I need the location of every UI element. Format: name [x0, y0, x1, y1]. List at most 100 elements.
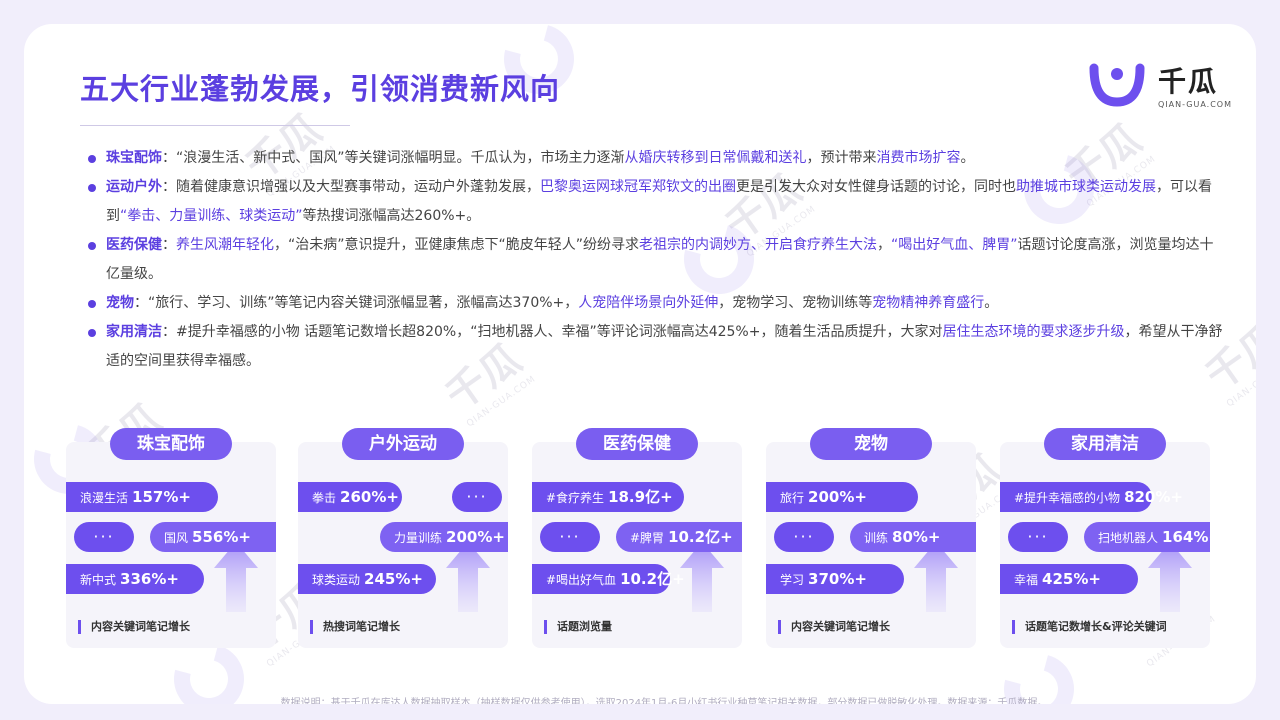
pill-value: 164%+ [1162, 528, 1221, 546]
panel-footer: 热搜词笔记增长 [310, 620, 400, 634]
pill-label: 旅行 [780, 491, 805, 505]
bullet-text: 等热搜词涨幅高达260%+。 [302, 208, 481, 224]
pill-label: 新中式 [80, 573, 117, 587]
pill-label: ··· [466, 487, 488, 506]
pill-value: 18.9亿+ [608, 488, 673, 506]
growth-arrow-icon [680, 542, 724, 612]
panel-title: 珠宝配饰 [110, 428, 232, 460]
bullet-highlight: “喝出好气血、脾胃” [891, 237, 1018, 253]
more-keywords-pill: ··· [774, 522, 834, 552]
pill-label: 扫地机器人 [1098, 531, 1159, 545]
pill-value: 200%+ [446, 528, 505, 546]
insight-bullet: 珠宝配饰：“浪漫生活、新中式、国风”等关键词涨幅明显。千瓜认为，市场主力逐渐从婚… [86, 144, 1226, 173]
bullet-text: ， [877, 237, 892, 253]
pill-label: ··· [1027, 527, 1049, 546]
title-divider [80, 125, 350, 126]
pill-label: 幸福 [1014, 573, 1039, 587]
bullet-text: ：#提升幸福感的小物 话题笔记数增长超820%，“扫地机器人、幸福”等评论词涨幅… [162, 324, 943, 340]
pill-label: #喝出好气血 [546, 573, 617, 587]
bullet-label: 珠宝配饰 [106, 150, 162, 166]
pill-value: 556%+ [192, 528, 251, 546]
more-keywords-pill: ··· [540, 522, 600, 552]
bullet-text: ，“治未病”意识提升，亚健康焦虑下“脆皮年轻人”纷纷寻求 [274, 237, 640, 253]
pill-value: 200%+ [808, 488, 867, 506]
pill-value: 820%+ [1124, 488, 1183, 506]
insight-bullet: 宠物：“旅行、学习、训练”等笔记内容关键词涨幅显著，涨幅高达370%+，人宠陪伴… [86, 289, 1226, 318]
pill-value: 425%+ [1042, 570, 1101, 588]
pill-label: 学习 [780, 573, 805, 587]
growth-arrow-icon [1148, 542, 1192, 612]
pill-label: #脾胃 [630, 531, 665, 545]
panel-footer: 内容关键词笔记增长 [778, 620, 890, 634]
pill-value: 10.2亿+ [620, 570, 685, 588]
insight-bullet: 医药保健：养生风潮年轻化，“治未病”意识提升，亚健康焦虑下“脆皮年轻人”纷纷寻求… [86, 231, 1226, 289]
panel-title: 宠物 [810, 428, 932, 460]
bullet-text: ，预计带来 [806, 150, 877, 166]
bullet-text: 。 [960, 150, 975, 166]
panel-title: 医药保健 [576, 428, 698, 460]
bullet-highlight: 宠物精神养育盛行 [872, 295, 985, 311]
pill-value: 10.2亿+ [668, 528, 733, 546]
bullet-highlight: 人宠陪伴场景向外延伸 [578, 295, 719, 311]
pill-label: ··· [793, 527, 815, 546]
pill-label: 训练 [864, 531, 889, 545]
panel-title: 户外运动 [342, 428, 464, 460]
pill-label: 拳击 [312, 491, 337, 505]
bullet-text: 。 [984, 295, 999, 311]
logo-domain: QIAN-GUA.COM [1158, 100, 1233, 109]
logo-name: 千瓜 [1158, 65, 1219, 98]
pill-label: 力量训练 [394, 531, 443, 545]
logo-mark-icon [1089, 63, 1145, 107]
pill-value: 157%+ [132, 488, 191, 506]
bullet-text: ：随着健康意识增强以及大型赛事带动，运动户外蓬勃发展， [162, 179, 540, 195]
growth-arrow-icon [914, 542, 958, 612]
bullet-highlight: 从婚庆转移到日常佩戴和送礼 [624, 150, 807, 166]
pill-label: 球类运动 [312, 573, 361, 587]
panel-footer: 话题浏览量 [544, 620, 612, 634]
more-keywords-pill: ··· [1008, 522, 1068, 552]
pill-value: 245%+ [364, 570, 423, 588]
more-keywords-pill: ··· [452, 482, 502, 512]
pill-label: ··· [93, 527, 115, 546]
pill-label: #提升幸福感的小物 [1014, 491, 1121, 505]
bullet-highlight: 消费市场扩容 [876, 150, 961, 166]
insight-bullet: 运动户外：随着健康意识增强以及大型赛事带动，运动户外蓬勃发展，巴黎奥运网球冠军郑… [86, 173, 1226, 231]
bullet-label: 医药保健 [106, 237, 162, 253]
pill-value: 80%+ [892, 528, 941, 546]
bullet-dot-icon [88, 184, 96, 192]
bullet-text: ：“旅行、学习、训练”等笔记内容关键词涨幅显著，涨幅高达370%+， [134, 295, 579, 311]
footnote: 数据说明：基于千瓜在库达人数据抽取样本（抽样数据仅供参考使用），选取2024年1… [280, 698, 1048, 704]
panel-footer: 话题笔记数增长&评论关键词 [1012, 620, 1167, 634]
brand-logo: 千瓜 QIAN-GUA.COM [1088, 58, 1238, 122]
bullet-highlight: 老祖宗的内调妙方、开启食疗养生大法 [639, 237, 878, 253]
growth-arrow-icon [214, 542, 258, 612]
more-keywords-pill: ··· [74, 522, 134, 552]
pill-label: #食疗养生 [546, 491, 605, 505]
pill-value: 260%+ [340, 488, 399, 506]
bullet-dot-icon [88, 329, 96, 337]
bullet-highlight: 巴黎奥运网球冠军郑钦文的出圈 [540, 179, 736, 195]
bullet-label: 宠物 [106, 295, 134, 311]
pill-label: ··· [559, 527, 581, 546]
panel-title: 家用清洁 [1044, 428, 1166, 460]
panel-footer: 内容关键词笔记增长 [78, 620, 190, 634]
insight-bullet-list: 珠宝配饰：“浪漫生活、新中式、国风”等关键词涨幅明显。千瓜认为，市场主力逐渐从婚… [86, 144, 1226, 376]
bullet-highlight: 养生风潮年轻化 [176, 237, 274, 253]
bullet-dot-icon [88, 155, 96, 163]
bullet-text: ：“浪漫生活、新中式、国风”等关键词涨幅明显。千瓜认为，市场主力逐渐 [162, 150, 625, 166]
bullet-text: ，宠物学习、宠物训练等 [718, 295, 873, 311]
